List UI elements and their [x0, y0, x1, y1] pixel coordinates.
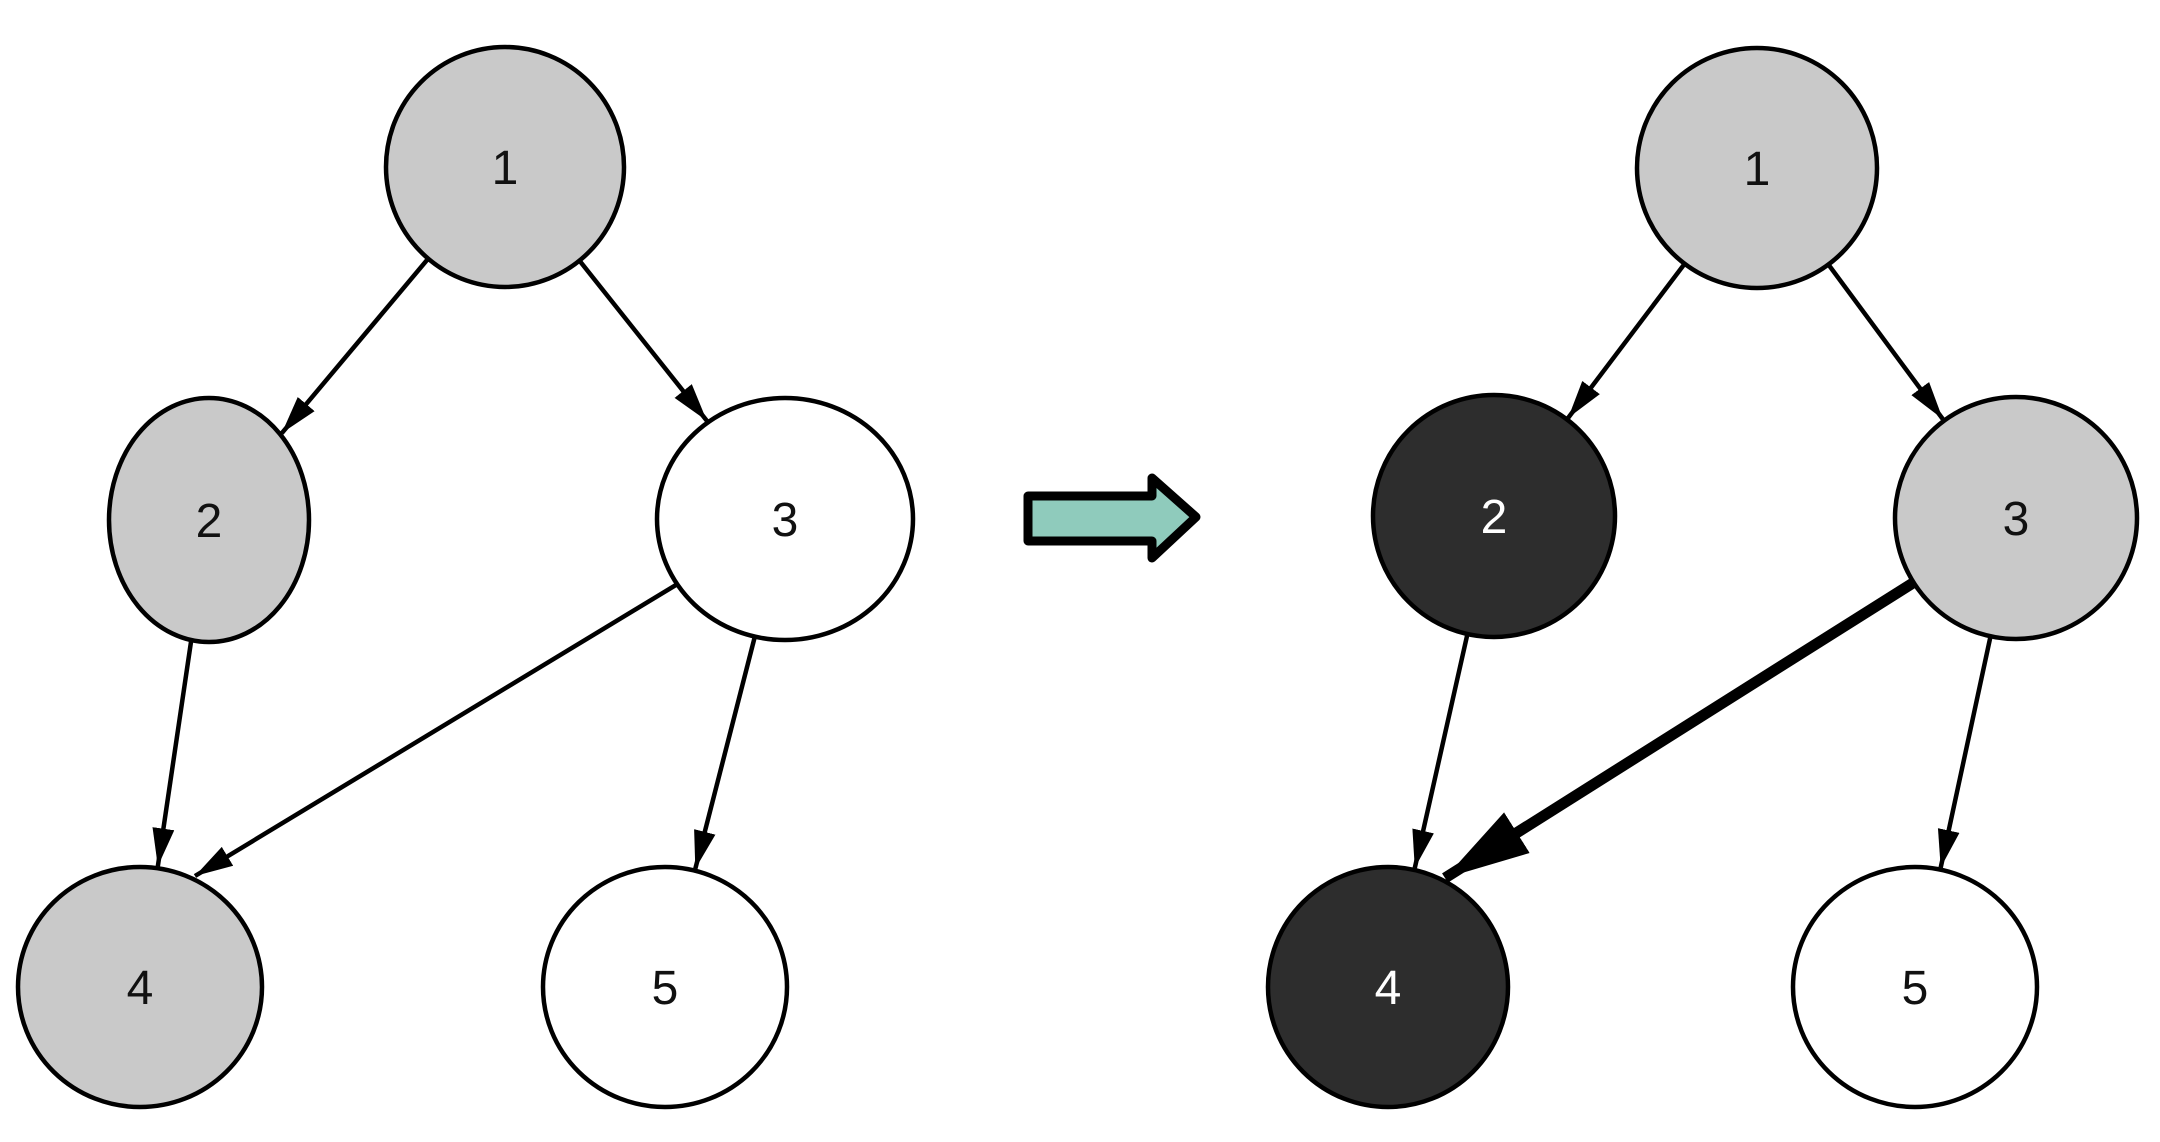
node-after-5 [1790, 864, 2040, 1110]
node-label-before-2: 2 [196, 495, 223, 548]
node-after-2 [1370, 392, 1618, 640]
node-before-1 [383, 44, 627, 290]
node-before-4 [15, 864, 265, 1110]
node-label-after-5: 5 [1902, 962, 1929, 1015]
node-label-before-4: 4 [127, 962, 154, 1015]
node-before-2 [106, 395, 312, 645]
node-label-before-3: 3 [772, 494, 799, 547]
transform-arrow-icon [1023, 473, 1201, 563]
before-graph: 1 2 3 4 5 [15, 44, 916, 1110]
node-label-after-2: 2 [1481, 491, 1508, 544]
node-before-5 [540, 864, 790, 1110]
transform-arrow [1023, 473, 1201, 563]
node-before-3 [654, 395, 916, 643]
node-after-4 [1265, 864, 1511, 1110]
after-graph: 1 2 3 4 5 [1265, 45, 2140, 1110]
node-label-after-4: 4 [1375, 962, 1402, 1015]
node-label-before-1: 1 [492, 142, 519, 195]
node-after-3 [1892, 394, 2140, 642]
node-label-before-5: 5 [652, 962, 679, 1015]
node-label-after-3: 3 [2003, 493, 2030, 546]
node-after-1 [1634, 45, 1880, 291]
node-label-after-1: 1 [1744, 143, 1771, 196]
